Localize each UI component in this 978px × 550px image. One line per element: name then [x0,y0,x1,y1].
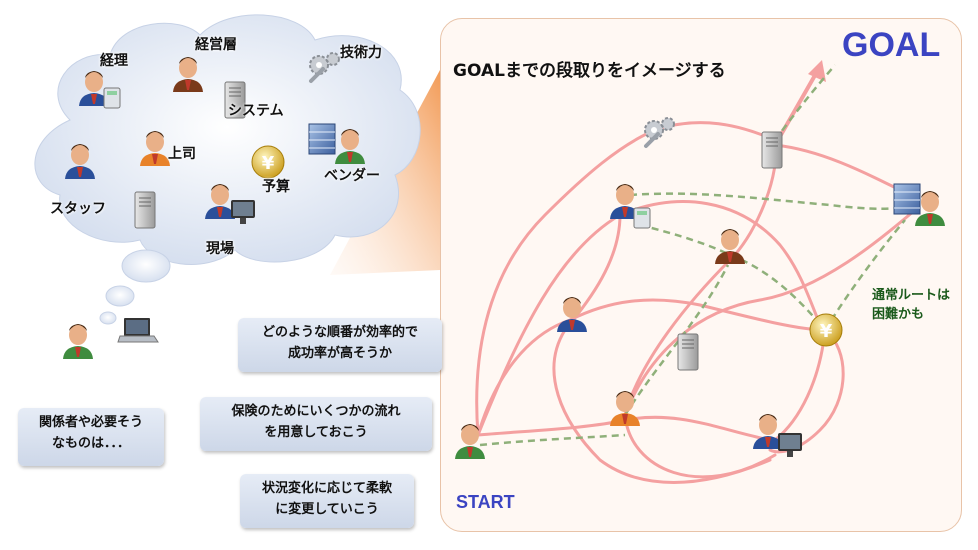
gear-icon [643,116,676,148]
label-joushi: 上司 [168,146,196,162]
start-label: START [456,492,515,512]
yen-coin-icon [251,145,285,179]
building-icon [308,123,336,155]
label-gijutsu: 技術力 [340,45,382,61]
route-lines-pink [475,60,917,484]
building-icon [893,183,921,215]
monitor-icon [778,433,802,457]
label-yosan: 予算 [262,179,290,195]
thinker-callout: 関係者や必要そう なものは．．． [18,408,164,466]
roadmap-panel [440,18,962,532]
label-vendor: ベンダー [324,168,380,184]
calculator-icon [103,87,121,109]
callout-order: どのような順番が効率的で 成功率が高そうか [238,318,442,372]
label-genba: 現場 [206,241,234,257]
server-icon [677,333,699,371]
goal-label: GOAL [842,26,941,64]
thought-cloud [34,14,421,325]
server-icon [134,191,156,229]
laptop-icon [117,318,159,343]
person-icon [63,324,93,359]
server-icon [761,131,783,169]
route-note: 通常ルートは 困難かも [872,288,951,322]
calculator-icon [633,207,651,229]
label-keieisou: 経営層 [195,37,237,53]
label-staff: スタッフ [50,201,106,217]
callout-flexible: 状況変化に応じて柔軟 に変更していこう [240,474,414,528]
person-icon [610,391,640,426]
callout-flows: 保険のためにいくつかの流れ を用意しておこう [200,397,432,451]
label-keiri: 経理 [100,53,128,69]
yen-coin-icon [809,313,843,347]
label-system: システム [228,103,284,119]
panel-title: GOALまでの段取りをイメージする [453,61,726,81]
